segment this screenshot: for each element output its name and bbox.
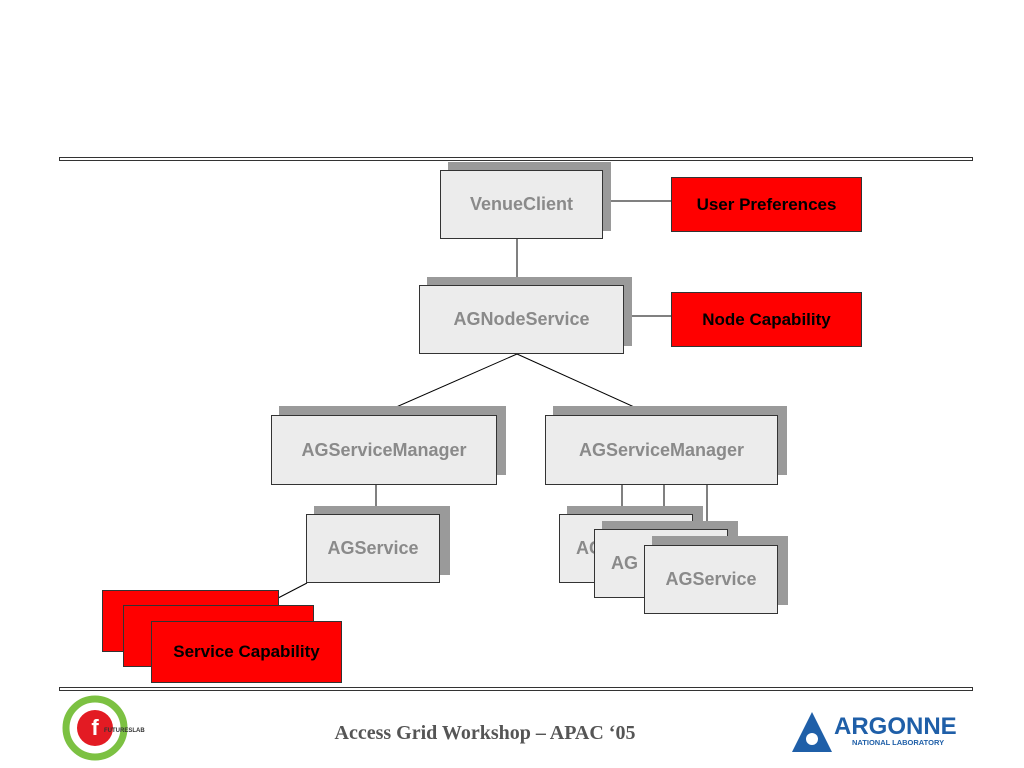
- footer-title: Access Grid Workshop – APAC ‘05: [334, 722, 636, 744]
- node-capability-box: Node Capability: [671, 292, 862, 347]
- nodeservice-to-right-manager-line: [516, 353, 653, 416]
- left-service-box: AGService: [306, 514, 440, 583]
- argonne-subtitle: NATIONAL LABORATORY: [852, 738, 944, 747]
- bottom-rule: [59, 687, 973, 691]
- top-rule: [59, 157, 973, 161]
- nodeservice-box: AGNodeService: [419, 285, 624, 354]
- user-preferences-box: User Preferences: [671, 177, 862, 232]
- argonne-logo: ARGONNE NATIONAL LABORATORY: [792, 712, 957, 752]
- right-service-front-box: AGService: [644, 545, 778, 614]
- futureslab-logo: f FUTURESLAB: [62, 695, 145, 761]
- svg-text:f: f: [91, 715, 99, 740]
- nodeservice-to-left-manager-line: [377, 353, 518, 416]
- service-capability-front-box: Service Capability: [151, 621, 342, 683]
- venueclient-box: VenueClient: [440, 170, 603, 239]
- left-service-manager-box: AGServiceManager: [271, 415, 497, 485]
- right-service-manager-box: AGServiceManager: [545, 415, 778, 485]
- argonne-wordmark: ARGONNE: [834, 713, 957, 740]
- futureslab-wordmark: FUTURESLAB: [104, 728, 145, 734]
